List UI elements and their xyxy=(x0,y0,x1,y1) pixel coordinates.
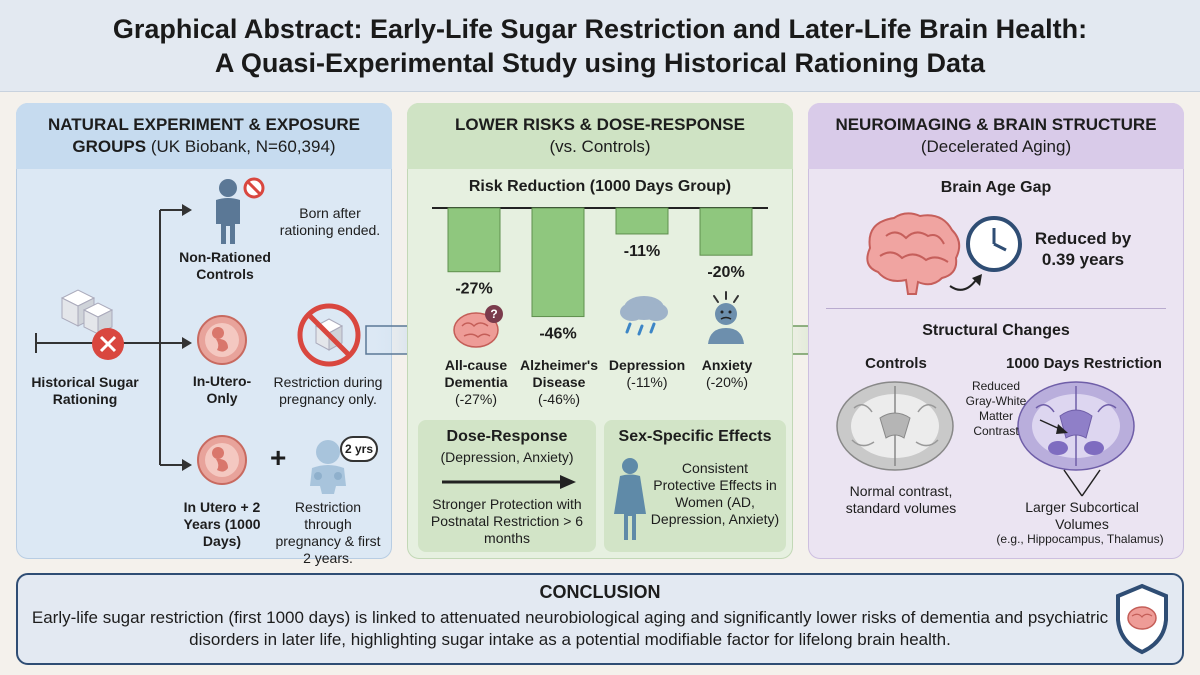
category-sublabel-depression: (-11%) xyxy=(626,374,668,390)
title-band xyxy=(0,0,1200,92)
bar-alzheimers xyxy=(531,207,585,318)
exposure-heading: NATURAL EXPERIMENT & EXPOSURE GROUPS (UK… xyxy=(30,114,378,158)
bar-value-label-dementia: -27% xyxy=(455,281,492,298)
title-line-2: A Quasi-Experimental Study using Histori… xyxy=(214,48,986,78)
exposure-heading-title: NATURAL EXPERIMENT & EXPOSURE GROUPS xyxy=(47,115,361,156)
group-name-in-utero: In-Utero-Only xyxy=(192,373,252,406)
two-years-badge: 2 yrs xyxy=(340,436,378,462)
dose-title: Dose-Response xyxy=(446,428,568,445)
rain-cloud-icon xyxy=(620,296,668,336)
annotation-gray-white: Reduced Gray-White Matter Contrast xyxy=(965,379,1027,438)
svg-text:?: ? xyxy=(490,307,497,321)
neuro-heading: NEUROIMAGING & BRAIN STRUCTURE (Decelera… xyxy=(816,114,1176,158)
root-label: Historical Sugar Rationing xyxy=(31,374,139,407)
category-sublabel-anxiety: (-20%) xyxy=(705,374,748,390)
risks-heading: LOWER RISKS & DOSE-RESPONSE (vs. Control… xyxy=(415,114,785,158)
exposure-heading-sub: (UK Biobank, N=60,394) xyxy=(150,137,336,156)
group-desc-controls: Born after rationing ended. xyxy=(279,205,381,238)
group-desc-in-utero: Restriction during pregnancy only. xyxy=(273,374,383,407)
neuro-heading-sub: (Decelerated Aging) xyxy=(920,137,1072,156)
title-line-1: Graphical Abstract: Early-Life Sugar Res… xyxy=(112,14,1088,44)
sex-text: Consistent Protective Effects in Women (… xyxy=(650,460,780,527)
bar-anxiety xyxy=(699,207,753,256)
plus-sign: + xyxy=(270,442,287,473)
controls-desc: Normal contrast, standard volumes xyxy=(845,483,957,516)
category-sublabel-dementia: (-27%) xyxy=(454,391,497,407)
group-desc-1000-days: Restriction through pregnancy & first 2 … xyxy=(275,499,381,566)
no-sugar-icon xyxy=(297,303,361,367)
annotation-examples: (e.g., Hippocampus, Thalamus) xyxy=(996,532,1164,546)
clock-icon xyxy=(949,216,1022,291)
bar-value-label-alzheimers: -46% xyxy=(539,326,576,343)
neuro-panel-header xyxy=(808,103,1184,169)
brain-age-value: Reduced by 0.39 years xyxy=(1034,229,1132,269)
category-label-dementia: All-cause Dementia xyxy=(444,357,508,390)
shield-brain-icon xyxy=(1116,583,1168,655)
fetus-icon-2 xyxy=(197,435,247,485)
bar-depression xyxy=(615,207,669,235)
neuro-divider xyxy=(826,308,1166,309)
bar-dementia xyxy=(447,207,501,273)
control-brain-scan-icon xyxy=(836,381,954,471)
woman-icon xyxy=(614,458,646,540)
group-name-controls: Non-Rationed Controls xyxy=(179,249,271,282)
exposure-panel-header xyxy=(16,103,392,169)
brain-question-icon: ? xyxy=(453,305,503,348)
bar-value-label-anxiety: -20% xyxy=(707,264,744,281)
annotation-subcortical: Larger Subcortical Volumes xyxy=(1025,499,1139,532)
neuro-heading-title: NEUROIMAGING & BRAIN STRUCTURE xyxy=(835,115,1157,134)
chart-title: Risk Reduction (1000 Days Group) xyxy=(468,178,732,195)
risks-panel-header xyxy=(407,103,793,169)
brain-age-title: Brain Age Gap xyxy=(940,179,1052,196)
category-label-depression: Depression xyxy=(608,357,686,373)
risks-heading-sub: (vs. Controls) xyxy=(549,137,651,156)
prohibited-x-icon xyxy=(92,328,124,360)
brain-icon xyxy=(866,212,961,295)
structural-title: Structural Changes xyxy=(922,322,1070,339)
dose-text: Stronger Protection with Postnatal Restr… xyxy=(430,496,584,546)
conclusion-text: Early-life sugar restriction (first 1000… xyxy=(31,608,1109,649)
group-name-1000-days: In Utero + 2 Years (1000 Days) xyxy=(183,499,261,549)
category-label-alzheimers: Alzheimer's Disease xyxy=(519,357,599,390)
conclusion-title: CONCLUSION xyxy=(539,582,661,602)
conclusion-box xyxy=(16,573,1184,665)
controls-label: Controls xyxy=(865,355,927,372)
bar-value-label-depression: -11% xyxy=(624,243,660,260)
person-icon xyxy=(216,177,265,244)
category-sublabel-alzheimers: (-46%) xyxy=(537,391,580,407)
category-label-anxiety: Anxiety xyxy=(701,357,753,373)
dose-arrow-icon xyxy=(442,475,576,489)
sex-title: Sex-Specific Effects xyxy=(618,428,772,445)
anxious-person-icon xyxy=(708,291,744,344)
neuro-panel xyxy=(808,103,1184,559)
risks-heading-title: LOWER RISKS & DOSE-RESPONSE xyxy=(455,115,745,134)
sugar-cubes-icon xyxy=(60,289,114,335)
baby-icon xyxy=(310,440,346,494)
restricted-brain-scan-icon xyxy=(1017,381,1135,471)
page-title: Graphical Abstract: Early-Life Sugar Res… xyxy=(20,12,1180,80)
restriction-label: 1000 Days Restriction xyxy=(1006,355,1162,372)
fetus-icon xyxy=(197,315,247,365)
dose-sub: (Depression, Anxiety) xyxy=(440,449,574,465)
